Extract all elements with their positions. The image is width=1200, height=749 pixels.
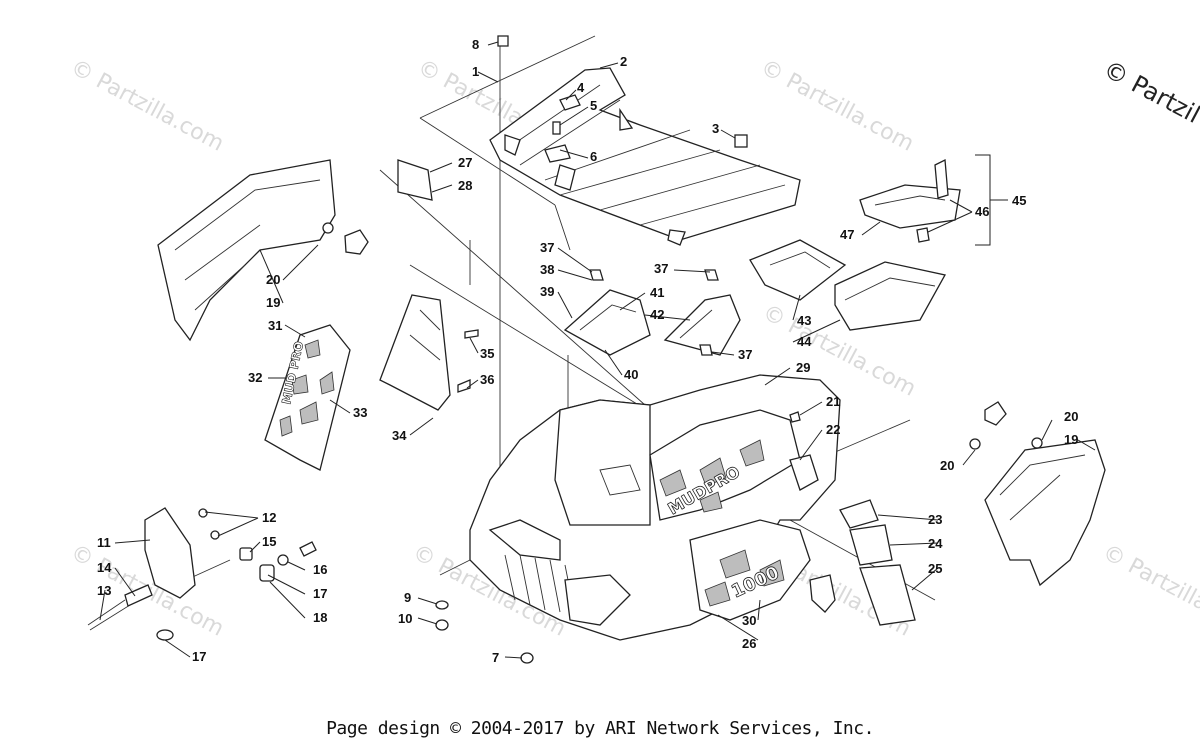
callout-2: 2	[620, 54, 627, 69]
callout-44: 44	[797, 334, 812, 349]
callout-28: 28	[458, 178, 472, 193]
hardware-top	[497, 35, 748, 163]
leader-lines	[99, 41, 1096, 659]
callout-39: 39	[540, 284, 554, 299]
rear-rack	[489, 67, 801, 246]
callout-37: 37	[540, 240, 554, 255]
callout-38: 38	[540, 262, 554, 277]
callout-30: 30	[742, 613, 756, 628]
callout-4: 4	[577, 80, 585, 95]
callout-40: 40	[624, 367, 638, 382]
callout-20: 20	[1064, 409, 1078, 424]
callout-17: 17	[192, 649, 206, 664]
callout-10: 10	[398, 611, 412, 626]
callout-13: 13	[97, 583, 111, 598]
callout-27: 27	[458, 155, 472, 170]
callout-21: 21	[826, 394, 840, 409]
callout-35: 35	[480, 346, 494, 361]
headlight-assembly	[87, 507, 317, 641]
callout-37: 37	[738, 347, 752, 362]
callout-18: 18	[313, 610, 327, 625]
callout-6: 6	[590, 149, 597, 164]
callout-45: 45	[1012, 193, 1026, 208]
callout-17: 17	[313, 586, 327, 601]
callout-29: 29	[796, 360, 810, 375]
callout-23: 23	[928, 512, 942, 527]
fasteners-bottom	[435, 600, 534, 664]
callout-5: 5	[590, 98, 597, 113]
callout-32: 32	[248, 370, 262, 385]
front-body	[469, 374, 841, 641]
callout-12: 12	[262, 510, 276, 525]
callout-1: 1	[472, 64, 479, 79]
callout-8: 8	[472, 37, 479, 52]
callout-37: 37	[654, 261, 668, 276]
decal-top	[397, 159, 433, 201]
callout-22: 22	[826, 422, 840, 437]
callout-15: 15	[262, 534, 276, 549]
side-panel-left	[264, 294, 479, 471]
callout-25: 25	[928, 561, 942, 576]
callout-34: 34	[392, 428, 407, 443]
callout-16: 16	[313, 562, 327, 577]
callout-46: 46	[975, 204, 989, 219]
front-fender-right	[969, 401, 1106, 587]
callout-26: 26	[742, 636, 756, 651]
callout-41: 41	[650, 285, 664, 300]
center-covers	[563, 269, 741, 356]
callout-31: 31	[268, 318, 282, 333]
callout-20: 20	[940, 458, 954, 473]
right-brackets-decals	[789, 411, 916, 626]
front-fender-left	[157, 159, 369, 342]
callout-24: 24	[928, 536, 943, 551]
callout-47: 47	[840, 227, 854, 242]
callout-36: 36	[480, 372, 494, 387]
callout-20: 20	[266, 272, 280, 287]
callout-19: 19	[1064, 432, 1078, 447]
callout-33: 33	[353, 405, 367, 420]
callout-7: 7	[492, 650, 499, 665]
callout-14: 14	[97, 560, 112, 575]
storage-covers	[749, 158, 961, 331]
callout-42: 42	[650, 307, 664, 322]
callout-19: 19	[266, 295, 280, 310]
callout-9: 9	[404, 590, 411, 605]
callout-43: 43	[797, 313, 811, 328]
callout-11: 11	[97, 535, 111, 550]
callout-3: 3	[712, 121, 719, 136]
callouts: 1 2 3 4 5 6 7 8 9 10 11 12 13 14 15 16 1…	[97, 37, 1078, 665]
footer-copyright: Page design © 2004-2017 by ARI Network S…	[326, 718, 874, 739]
